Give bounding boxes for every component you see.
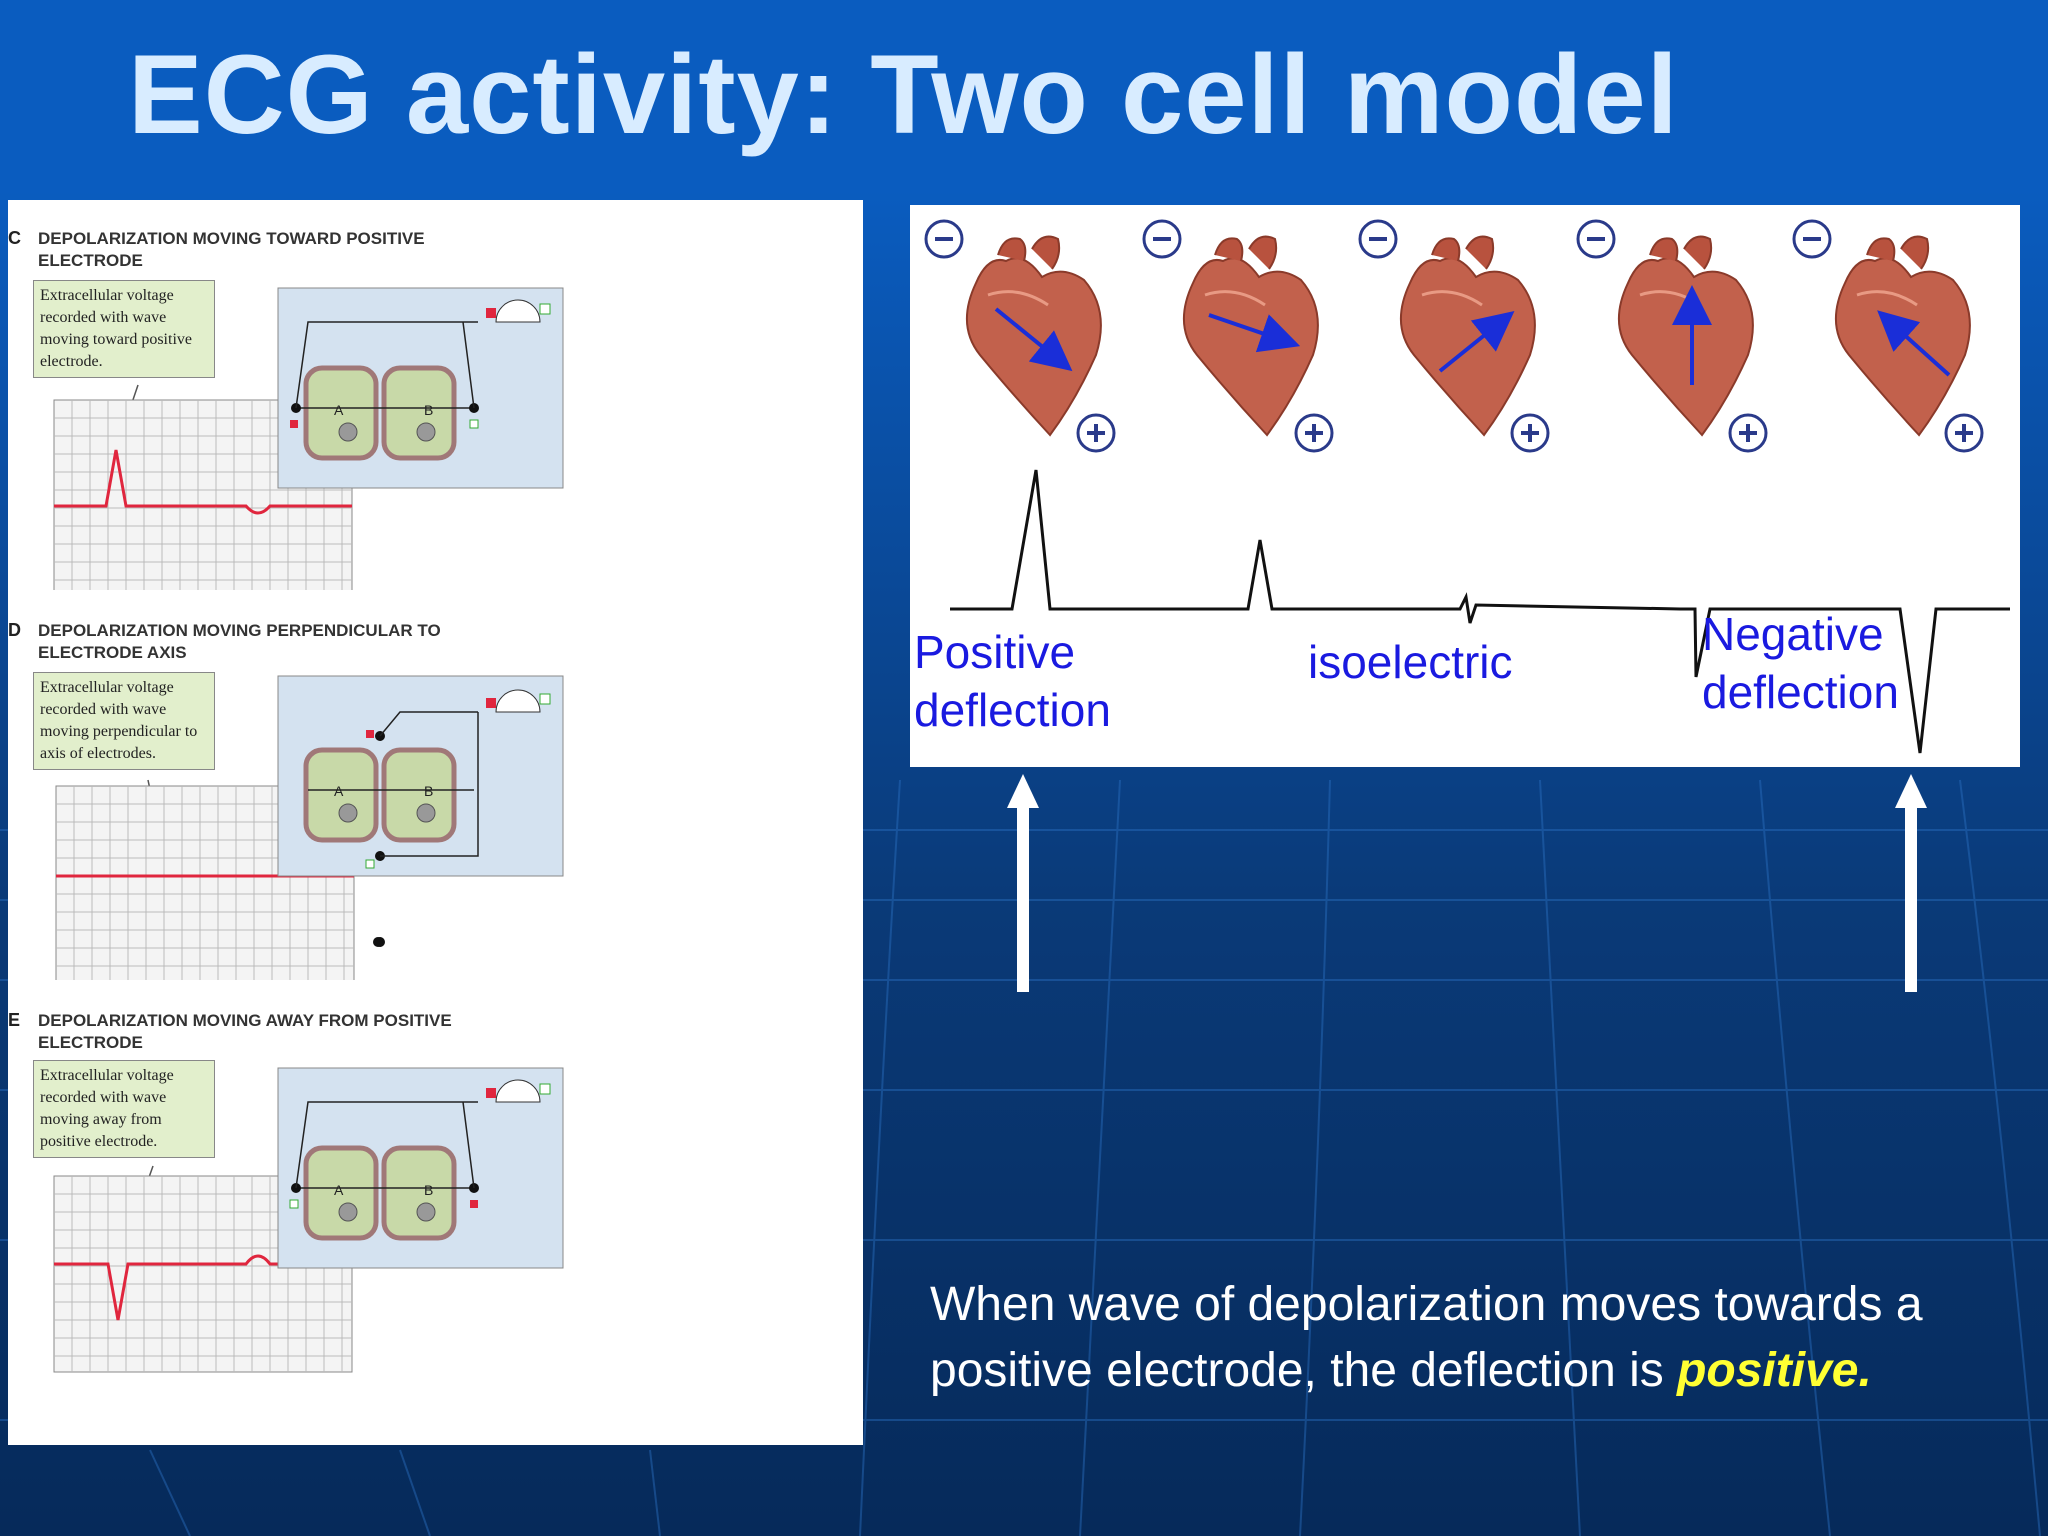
cell-b [381, 747, 457, 843]
voltmeter [495, 1079, 541, 1103]
heart-3 [1399, 235, 1537, 437]
section-letter: D [8, 620, 21, 640]
heart-5 [1834, 235, 1972, 437]
ecg-trace-positive [54, 449, 352, 515]
positive-label-line1: Positive [914, 626, 1076, 678]
ecg-trace-negative [54, 1254, 352, 1321]
isoelectric-label: isoelectric [1308, 636, 1513, 688]
cell-b-label: B [424, 1182, 433, 1198]
section-diagram: A B [53, 287, 564, 590]
cell-b [381, 365, 457, 461]
caption-body: When wave of depolarization moves toward… [930, 1278, 1923, 1397]
section-away-from-positive: E DEPOLARIZATION MOVING AWAY FROM POSITI… [8, 980, 863, 1373]
vector-arrow-5 [1877, 310, 1951, 377]
section-title: DEPOLARIZATION MOVING PERPENDICULAR TO E… [38, 621, 441, 662]
heart-vector-diagram [924, 219, 2010, 754]
cell-a [303, 747, 379, 843]
slide-title: ECG activity: Two cell model [128, 32, 1679, 157]
heart-1 [965, 235, 1103, 437]
section-title: DEPOLARIZATION MOVING TOWARD POSITIVE EL… [38, 229, 425, 270]
callout-box: Extracellular voltage recorded with wave… [33, 672, 215, 770]
vector-arrow-3 [1438, 310, 1515, 373]
heart-vector-panel: Positive deflection isoelectric Negative… [910, 205, 2020, 767]
cell-a [303, 365, 379, 461]
cell-a-label: A [334, 783, 344, 799]
heart-2 [1182, 235, 1320, 437]
cell-a-label: A [334, 1182, 344, 1198]
voltmeter [495, 689, 541, 713]
section-diagram: A B [53, 1067, 564, 1373]
section-diagram: A B [55, 675, 564, 980]
section-letter: C [8, 228, 21, 248]
callout-box: Extracellular voltage recorded with wave… [33, 280, 215, 378]
section-letter: E [8, 1010, 21, 1030]
section-toward-positive: C DEPOLARIZATION MOVING TOWARD POSITIVE … [8, 200, 863, 590]
vector-arrow-2 [1208, 313, 1301, 353]
vector-arrow-1 [994, 307, 1073, 372]
up-arrow-left [1007, 774, 1039, 992]
section-perpendicular: D DEPOLARIZATION MOVING PERPENDICULAR TO… [8, 590, 863, 980]
positive-deflection-label: Positive deflection [914, 623, 1111, 739]
cell-a-label: A [334, 402, 344, 418]
heart-4 [1617, 235, 1755, 437]
cell-a [303, 1145, 379, 1241]
caption-emphasis: positive. [1677, 1344, 1872, 1397]
negative-label-line2: deflection [1702, 666, 1899, 718]
cell-b-label: B [424, 783, 433, 799]
cell-b [381, 1145, 457, 1241]
up-arrow-right [1895, 774, 1927, 992]
positive-label-line2: deflection [914, 684, 1111, 736]
cell-b-label: B [424, 402, 433, 418]
ecg-strip-trace [950, 469, 2010, 754]
two-cell-figure-panel: C DEPOLARIZATION MOVING TOWARD POSITIVE … [8, 200, 863, 1445]
section-title: DEPOLARIZATION MOVING AWAY FROM POSITIVE… [38, 1011, 452, 1052]
caption-text: When wave of depolarization moves toward… [930, 1272, 2020, 1404]
negative-deflection-label: Negative deflection [1702, 605, 1899, 721]
negative-label-line1: Negative [1702, 608, 1884, 660]
callout-box: Extracellular voltage recorded with wave… [33, 1060, 215, 1158]
voltmeter [495, 299, 541, 323]
